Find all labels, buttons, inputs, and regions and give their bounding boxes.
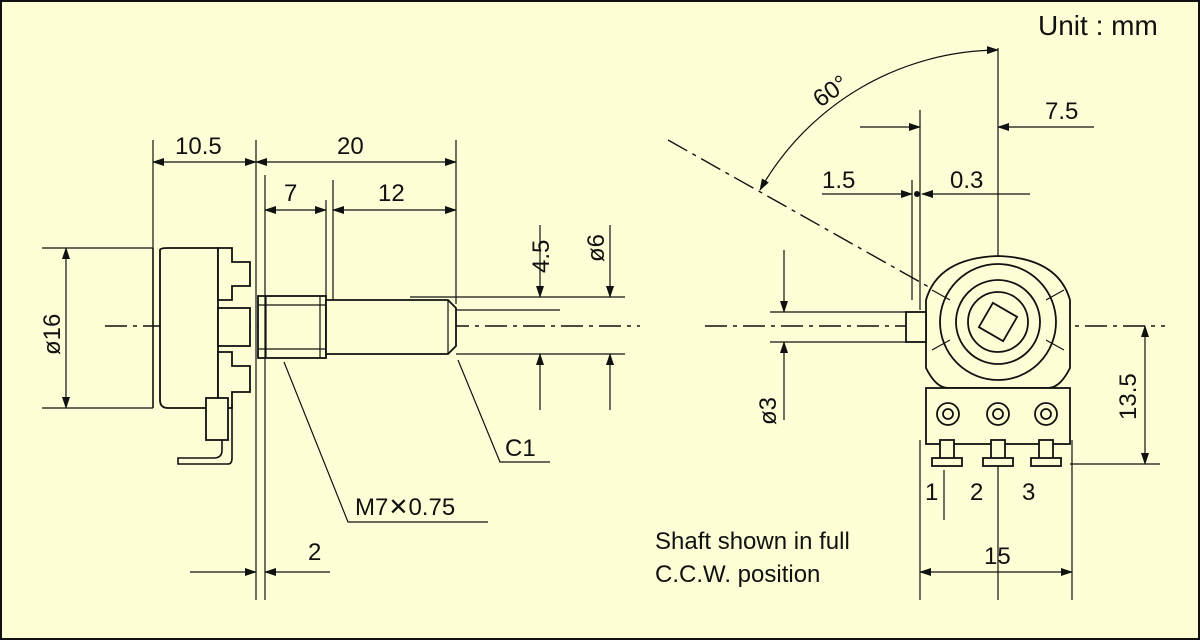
chamfer-leader (457, 359, 550, 463)
note-line-1: Shaft shown in full (655, 528, 850, 555)
pot-body (159, 247, 219, 409)
terminal-base (205, 397, 229, 441)
thread-leader (283, 361, 488, 523)
unit-label: Unit : mm (1038, 10, 1158, 41)
chamfer-label: C1 (505, 435, 536, 462)
anti-rotation-tab (905, 311, 927, 343)
dim-slot-width: 1.5 (822, 167, 855, 194)
front-view: 60° 1 2 3 7.5 1 (667, 46, 1165, 600)
dim-width: 15 (984, 543, 1011, 570)
dim-offset: 2 (308, 539, 321, 566)
dim-center-offset: 7.5 (1045, 98, 1078, 125)
dim-body-length: 10.5 (175, 133, 222, 160)
angle-arc (759, 46, 999, 191)
housing-notches (931, 289, 1065, 351)
side-view: 10.5 20 7 12 ø16 4.5 ø6 C1 M7✕0.75 2 (39, 133, 640, 600)
terminal-eye-2-inner (992, 408, 1004, 420)
shaft-slot (977, 301, 1019, 343)
shaft-collar (217, 307, 251, 347)
pin-1-foot (931, 457, 963, 467)
dim-pin-diameter: ø3 (755, 397, 782, 425)
terminal-label-2: 2 (970, 479, 983, 506)
dim-diameter-body: ø16 (39, 314, 66, 355)
dim-flat-depth: 4.5 (528, 240, 555, 273)
dim-shaft-diameter: ø6 (583, 234, 610, 262)
terminal-label-3: 3 (1022, 479, 1035, 506)
pin-3-foot (1030, 457, 1062, 467)
note-line-2: C.C.W. position (655, 561, 820, 588)
angle-label: 60° (808, 70, 853, 113)
dim-bushing: 7 (284, 180, 297, 207)
dim-shaft-total: 20 (337, 133, 364, 160)
pin-2-foot (982, 457, 1014, 467)
terminal-leg (177, 403, 233, 465)
dim-slot-offset: 0.3 (950, 167, 983, 194)
mount-tab-top (217, 247, 251, 301)
shaft (325, 299, 457, 355)
thread-label: M7✕0.75 (355, 494, 455, 521)
terminal-label-1: 1 (925, 479, 938, 506)
dim-height: 13.5 (1115, 373, 1142, 420)
slot-dot (914, 191, 920, 197)
dim-shaft-end: 12 (378, 180, 405, 207)
terminal-eye-1-inner (942, 408, 954, 420)
terminal-eye-3-inner (1040, 408, 1052, 420)
